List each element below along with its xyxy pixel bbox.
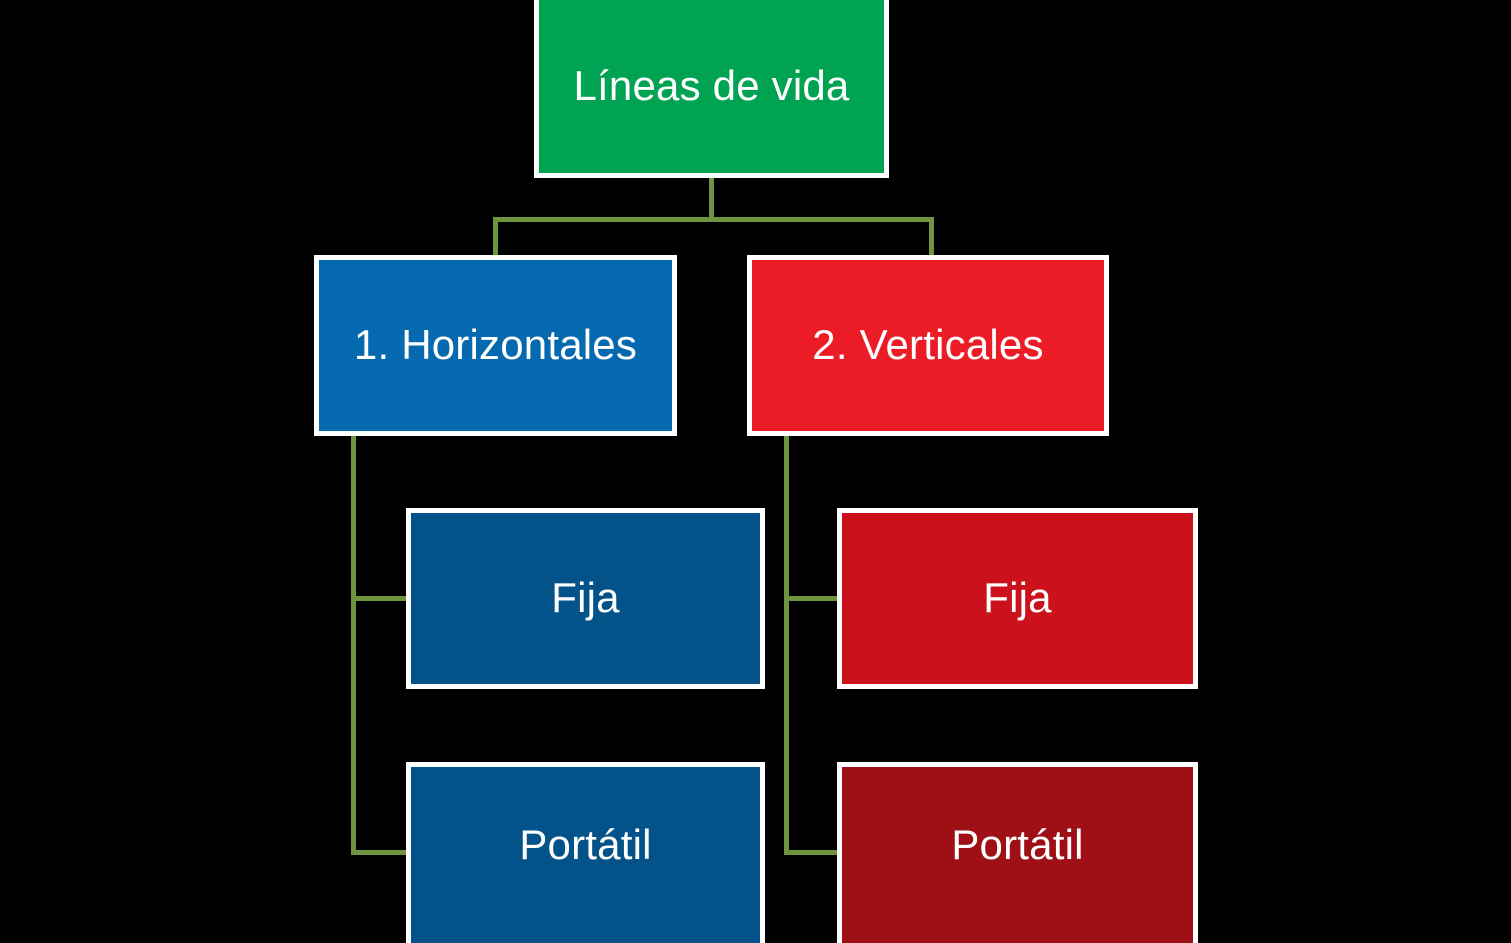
- node-verticales[interactable]: 2. Verticales: [747, 255, 1109, 436]
- node-verticales-portatil[interactable]: Portátil: [837, 762, 1198, 943]
- connector-to-horizontales: [493, 217, 498, 257]
- connector-horizontales-to-portatil: [351, 850, 409, 855]
- node-horizontales-label: 1. Horizontales: [353, 321, 638, 369]
- connector-root-stem: [709, 177, 714, 221]
- connector-verticales-spine: [784, 435, 789, 855]
- connector-verticales-to-portatil: [784, 850, 841, 855]
- node-verticales-fija-label: Fija: [983, 574, 1052, 622]
- node-lineas-de-vida-label: Líneas de vida: [573, 62, 850, 110]
- node-horizontales-fija[interactable]: Fija: [406, 508, 765, 689]
- node-horizontales[interactable]: 1. Horizontales: [314, 255, 677, 436]
- node-verticales-portatil-label: Portátil: [951, 821, 1084, 869]
- connector-horizontales-spine: [351, 435, 356, 855]
- connector-verticales-to-fija: [784, 596, 841, 601]
- connector-root-horizontal-bar: [493, 217, 934, 222]
- node-horizontales-fija-label: Fija: [551, 574, 620, 622]
- node-verticales-label: 2. Verticales: [812, 321, 1044, 369]
- connector-horizontales-to-fija: [351, 596, 409, 601]
- node-horizontales-portatil-label: Portátil: [519, 821, 652, 869]
- node-verticales-fija[interactable]: Fija: [837, 508, 1198, 689]
- node-horizontales-portatil[interactable]: Portátil: [406, 762, 765, 943]
- connector-to-verticales: [929, 217, 934, 257]
- node-lineas-de-vida[interactable]: Líneas de vida: [534, 0, 889, 178]
